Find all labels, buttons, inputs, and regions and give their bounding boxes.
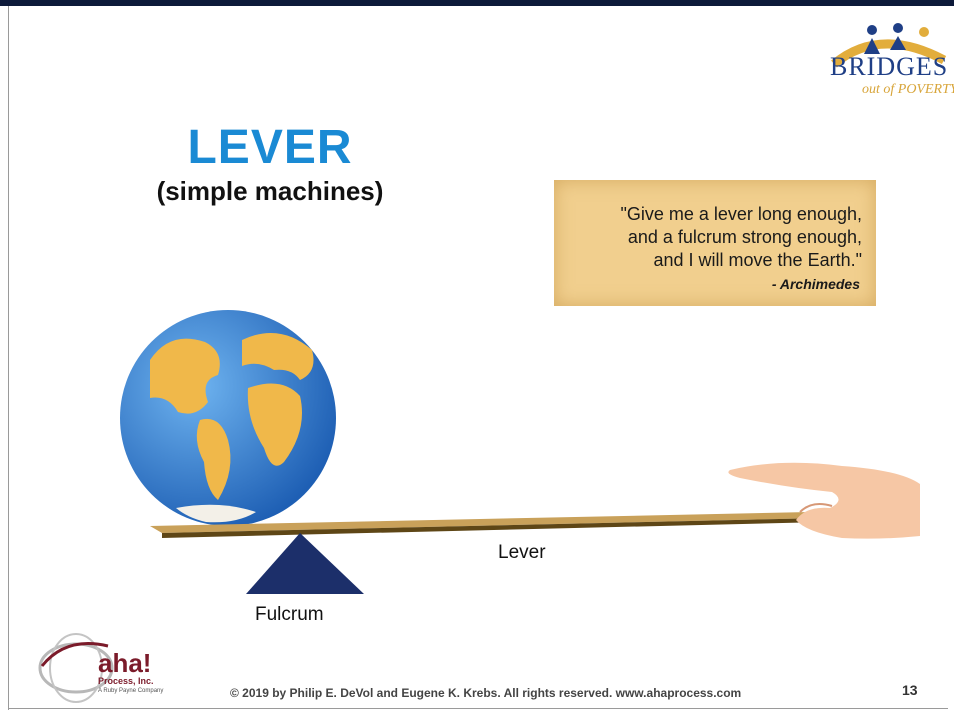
slide-title: LEVER [187, 121, 353, 174]
top-bar [0, 0, 954, 6]
globe-icon [120, 310, 336, 526]
fulcrum-icon [246, 533, 364, 594]
aha-logo-word: aha! [98, 648, 152, 678]
bridges-logo-icon [831, 23, 947, 68]
aha-logo-company: A Ruby Payne Company [98, 688, 164, 694]
slide-subtitle: (simple machines) [156, 176, 384, 206]
aha-process-logo-icon [38, 633, 114, 703]
bridges-logo-tagline: out of POVERTY [862, 82, 954, 97]
quote-box: "Give me a lever long enough, and a fulc… [554, 180, 876, 306]
lever-label: Lever [498, 542, 546, 563]
copyright-footer: © 2019 by Philip E. DeVol and Eugene K. … [230, 686, 742, 700]
lever-board [150, 512, 824, 538]
bottom-rule [8, 708, 948, 709]
hand-icon [728, 462, 920, 539]
left-rule [8, 6, 9, 710]
quote-line-2: and a fulcrum strong enough, [627, 227, 862, 247]
quote-line-3: and I will move the Earth." [653, 250, 863, 270]
bridges-logo-word: BRIDGES [830, 52, 949, 81]
fulcrum-label: Fulcrum [255, 604, 324, 625]
quote-author: - Archimedes [771, 276, 860, 292]
aha-logo-process: Process, Inc. [98, 676, 154, 686]
page-number: 13 [902, 682, 918, 698]
quote-line-1: "Give me a lever long enough, [620, 204, 862, 224]
